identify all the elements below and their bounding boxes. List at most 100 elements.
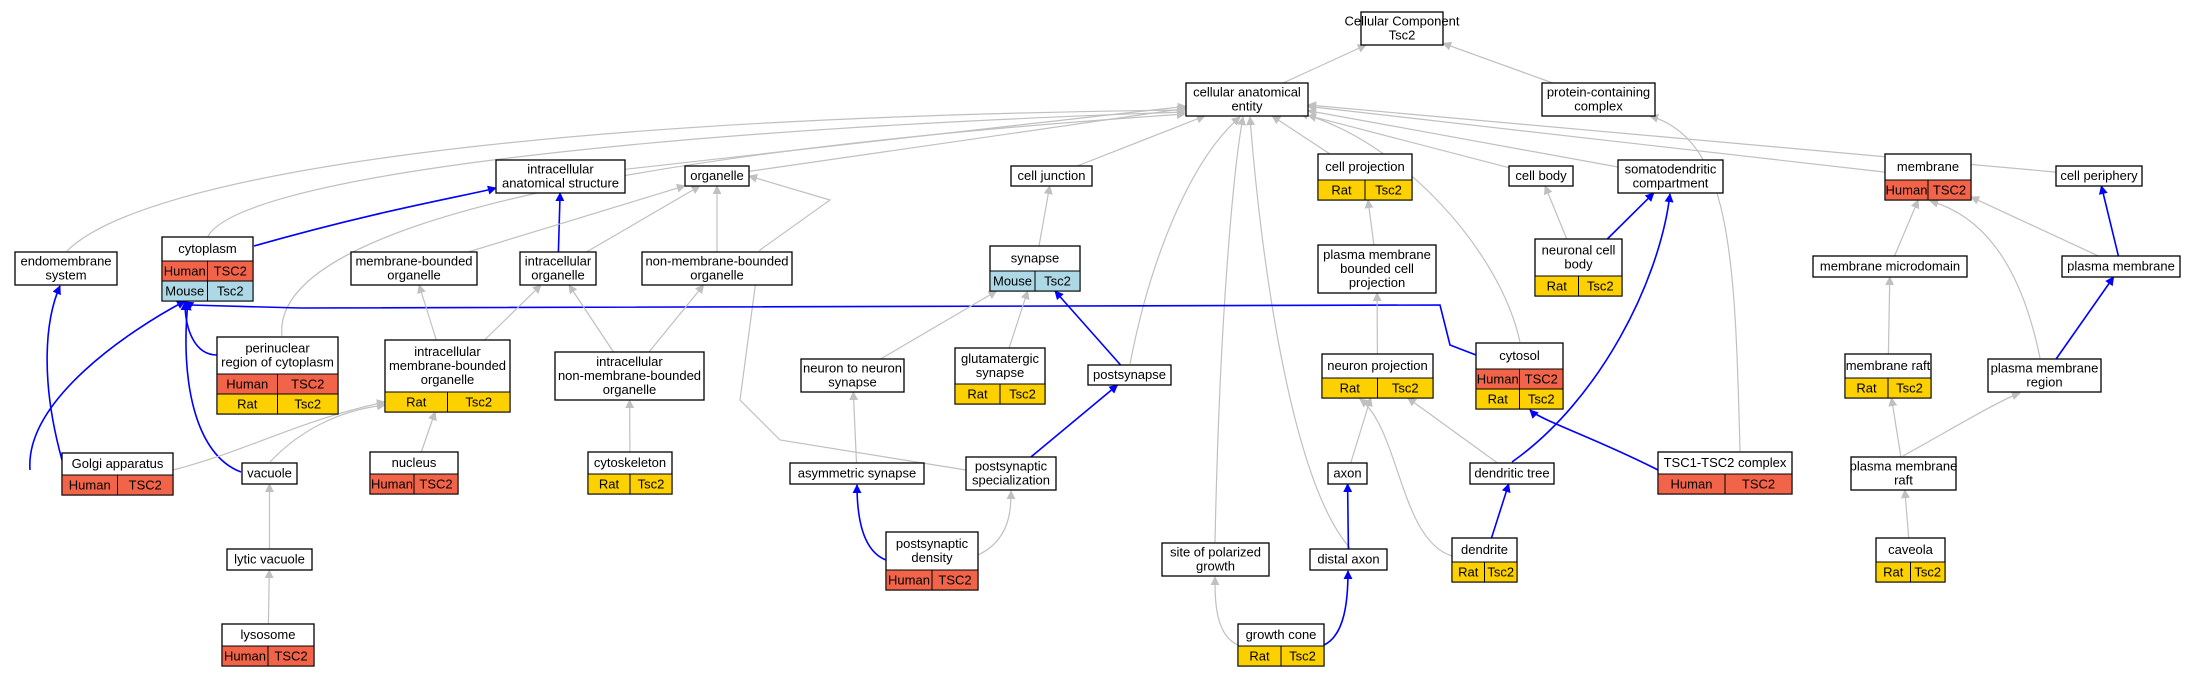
node-lytic[interactable]: lytic vacuole <box>226 548 313 571</box>
node-label: density <box>911 550 953 565</box>
species-label: Human <box>371 477 413 492</box>
edge-membrane-to-cae <box>1307 102 1886 173</box>
species-label: Human <box>164 264 206 279</box>
node-label: body <box>1564 257 1593 272</box>
edge-celljunction-to-cae <box>1076 114 1206 167</box>
species-label: Rat <box>1883 565 1904 580</box>
edge-dendtree-to-neuproj <box>1407 397 1498 464</box>
gene-label: Tsc2 <box>1896 381 1923 396</box>
node-label: lytic vacuole <box>234 552 305 567</box>
node-postsyn[interactable]: postsynapse <box>1087 364 1172 386</box>
node-imbo[interactable]: intracellularmembrane-boundedorganelleRa… <box>384 339 511 413</box>
node-label: vacuole <box>247 466 292 481</box>
node-box <box>684 165 750 187</box>
species-label: Human <box>1671 477 1713 492</box>
edge-inmbo-to-intraorg <box>568 284 615 353</box>
node-cellbody[interactable]: cell body <box>1508 165 1574 187</box>
edge-dendrite-to-dendtree <box>1490 483 1511 539</box>
node-label: organelle <box>387 268 441 283</box>
gene-cell <box>1887 377 1932 399</box>
node-dendtree[interactable]: dendritic tree <box>1469 462 1555 485</box>
node-box <box>1360 11 1444 46</box>
gene-label: Tsc2 <box>638 477 665 492</box>
node-box <box>1309 548 1388 571</box>
node-label: entity <box>1231 99 1263 114</box>
node-label: membrane-bounded <box>389 358 506 373</box>
node-label: intracellular <box>414 344 481 359</box>
species-label: Human <box>226 377 268 392</box>
edge-postdens-to-postspec <box>977 490 1016 556</box>
gene-cell <box>1484 561 1518 583</box>
node-box <box>226 548 313 571</box>
node-vacuole[interactable]: vacuole <box>241 462 298 485</box>
edge-asymsyn-to-n2n <box>849 391 859 464</box>
node-periphery[interactable]: cell periphery <box>2055 165 2143 187</box>
node-label: non-membrane-bounded <box>645 254 788 269</box>
edge-n2n-to-synapse <box>880 290 998 360</box>
edge-dendtree-to-somato <box>1511 193 1674 463</box>
node-box <box>1185 82 1309 117</box>
node-box <box>519 251 597 286</box>
node-axon[interactable]: axon <box>1327 462 1368 485</box>
node-box <box>1469 462 1555 485</box>
node-label: non-membrane-bounded <box>558 368 701 383</box>
node-celljunction[interactable]: cell junction <box>1010 165 1093 187</box>
node-inmbo[interactable]: intracellularnon-membrane-boundedorganel… <box>554 351 705 401</box>
gene-cell <box>207 280 254 302</box>
species-label: Rat <box>1547 279 1568 294</box>
node-label: endomembrane <box>20 254 111 269</box>
edge-cytoplasm-to-cae <box>207 107 1186 237</box>
node-label: neuronal cell <box>1542 243 1616 258</box>
node-box <box>554 351 705 401</box>
node-asymsyn[interactable]: asymmetric synapse <box>789 462 925 485</box>
node-label: cytosol <box>1499 348 1540 363</box>
edges-layer <box>29 41 2120 646</box>
edge-golgi-to-imbo <box>172 399 386 471</box>
edge-perinuc-to-cytoplasm <box>180 301 218 356</box>
edge-pmbcp-to-cellproj <box>1364 199 1375 246</box>
node-label: somatodendritic <box>1625 162 1717 177</box>
node-plasmamem[interactable]: plasma membrane <box>2061 255 2181 278</box>
node-distalaxon[interactable]: distal axon <box>1309 548 1388 571</box>
node-organelle[interactable]: organelle <box>684 165 750 187</box>
node-label: region <box>2026 375 2062 390</box>
node-box <box>495 159 626 194</box>
gene-label: TSC2 <box>938 573 971 588</box>
node-memmicro[interactable]: membrane microdomain <box>1812 255 1968 278</box>
